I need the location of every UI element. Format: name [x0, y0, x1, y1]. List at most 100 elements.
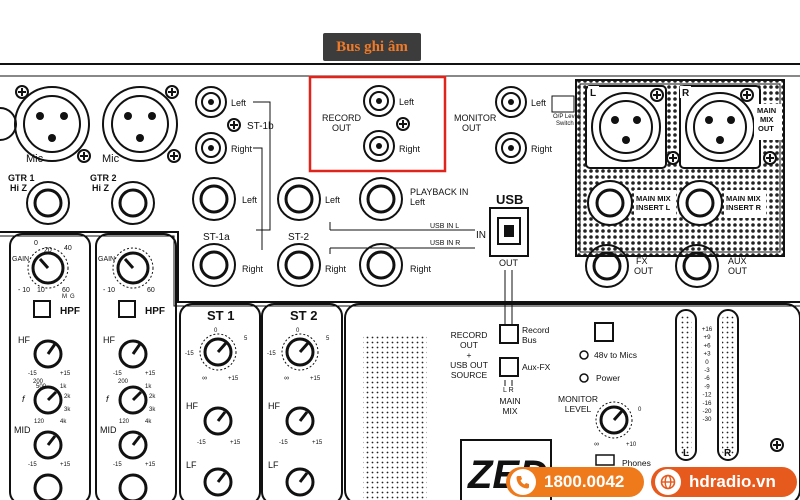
record-out-left-label: Left [399, 97, 415, 107]
mid-freq-4k-2: 4k [145, 419, 152, 425]
st2-level-min: -15 [267, 351, 276, 357]
st1-level-knob [199, 333, 237, 371]
st1b-right-rca [195, 132, 227, 164]
hf-min-1: -15 [28, 371, 37, 377]
monitor-level-zero: 0 [638, 407, 642, 413]
st1-lf-knob [203, 467, 233, 497]
main-mix-grille-border [579, 83, 781, 253]
mid-label-1: MID [14, 425, 31, 435]
hpf-label-2: HPF [145, 306, 165, 317]
hf-min-2: -15 [113, 371, 122, 377]
meter-scale-label: -12 [703, 392, 713, 399]
meter-scale-label: +3 [703, 351, 711, 358]
st2-level-inf: ∞ [284, 375, 289, 382]
aux-fx-button[interactable] [499, 357, 519, 377]
main-r-tag-bg [680, 86, 691, 98]
main-r-label: R [682, 88, 690, 99]
st1-level-min: -15 [185, 351, 194, 357]
main-l-tag-bg [588, 86, 599, 98]
lf-knob-1 [33, 473, 63, 500]
mic-1-label: Mic [26, 153, 44, 165]
insert-r-jack [677, 180, 723, 226]
channel-strip-1 [9, 233, 91, 500]
lf-knob-2 [118, 473, 148, 500]
record-out-right-rca [363, 130, 395, 162]
power-label: Power [596, 373, 620, 383]
usb-port [497, 217, 521, 245]
st2-right-jack [277, 243, 321, 287]
st2-left-jack [277, 177, 321, 221]
st2-left-label: Left [325, 195, 341, 205]
st2-right-label: Right [325, 264, 347, 274]
usb-in-l-label: USB IN L [430, 223, 459, 230]
globe-icon [655, 469, 681, 495]
screw-icon [650, 88, 664, 102]
mid-label-2: MID [100, 425, 117, 435]
monitor-out-left-rca [495, 86, 527, 118]
usb-port-frame [489, 207, 529, 257]
monitor-level-knob [595, 401, 633, 439]
st1b-left-label: Left [231, 98, 247, 108]
hpf-button-2[interactable] [118, 300, 136, 318]
record-bus-button[interactable] [499, 324, 519, 344]
screw-icon [165, 85, 179, 99]
hf-knob-1 [33, 339, 63, 369]
mid-knob-2 [118, 430, 148, 460]
meter-scale-label: -30 [703, 416, 713, 423]
phone-number: 1800.0042 [544, 472, 625, 491]
st2-level-max: +15 [310, 376, 321, 382]
gain-scale-20: 20 [44, 247, 52, 254]
usb-label: USB [496, 192, 523, 207]
screw-icon [227, 118, 241, 132]
meter-l-label: L [683, 448, 689, 459]
meter-scale-label: -20 [703, 408, 713, 415]
record-out-right-label: Right [399, 144, 421, 154]
aux-out-jack [675, 244, 719, 288]
st1a-right-jack [192, 243, 236, 287]
insert-l-tag-bg [634, 190, 676, 218]
mid-freq-knob-1 [33, 385, 63, 415]
hf-max-2: +15 [145, 371, 156, 377]
control-surface-edge [0, 231, 800, 303]
phone-badge[interactable]: 1800.0042 [506, 467, 644, 497]
gain-scale-m: M [62, 294, 67, 300]
gtr2-jack [111, 181, 155, 225]
monitor-out-left-label: Left [531, 98, 547, 108]
gain-scale-40: 40 [64, 245, 72, 252]
record-out-left-rca [363, 85, 395, 117]
gtr1-jack [26, 181, 70, 225]
phantom-power-button[interactable] [594, 322, 614, 342]
st2-hf-min: -15 [279, 440, 288, 446]
phantom-label: 48v to Mics [594, 350, 637, 360]
phantom-led [579, 350, 589, 360]
mid-max-1: +15 [60, 462, 71, 468]
hf-label-2: HF [103, 335, 115, 345]
meter-l-leds [680, 314, 692, 456]
hpf-button-1[interactable] [33, 300, 51, 318]
st1-lf-label: LF [186, 460, 197, 470]
meter-r-label: R [724, 448, 732, 459]
gain-scale-0: 0 [34, 240, 38, 247]
mid-min-1: -15 [28, 462, 37, 468]
meter-scale-label: -16 [703, 400, 713, 407]
playback-right-label: Right [410, 264, 432, 274]
gain-scale-10: 10 [37, 287, 45, 294]
screw-icon [396, 117, 410, 131]
st2-lf-knob [285, 467, 315, 497]
mid-freq-knob-2 [118, 385, 148, 415]
stereo-strip-2 [261, 303, 343, 500]
gain-label-1: GAIN [12, 256, 29, 263]
st1b-routing-line [253, 101, 271, 250]
stereo-strip-1 [179, 303, 261, 500]
website-badge[interactable]: hdradio.vn [651, 467, 797, 497]
insert-l-jack [587, 180, 633, 226]
main-l-xlr [585, 85, 667, 169]
screw-icon [77, 149, 91, 163]
monitor-out-right-rca [495, 132, 527, 164]
phones-jack [595, 454, 615, 466]
main-mix-out-tag-bg [754, 104, 782, 140]
